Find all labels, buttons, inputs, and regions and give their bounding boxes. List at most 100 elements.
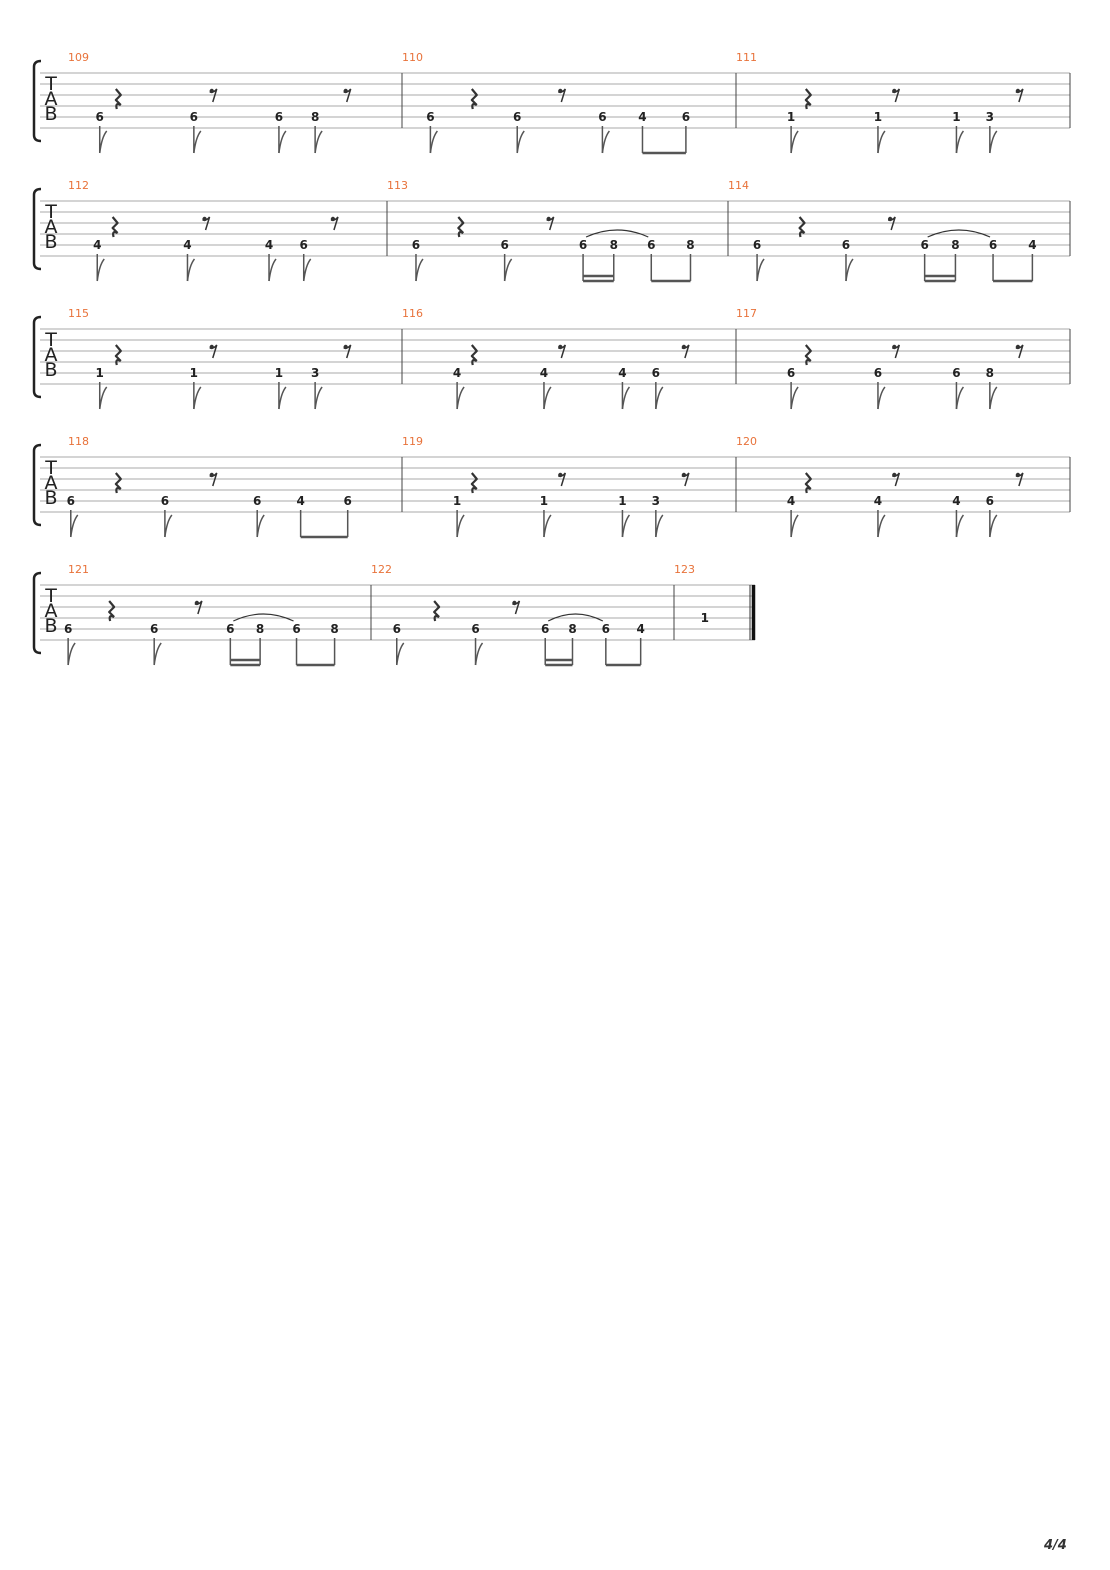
fret-number: 1: [96, 366, 104, 380]
fret-number: 6: [753, 238, 761, 252]
tab-clef-letter: B: [44, 103, 57, 125]
fret-number: 4: [1028, 238, 1036, 252]
note-flag: [655, 386, 664, 410]
quarter-rest: [470, 88, 478, 110]
fret-number: 6: [682, 110, 690, 124]
eighth-rest: [330, 216, 339, 231]
fret-number: 3: [986, 110, 994, 124]
fret-number: 6: [64, 622, 72, 636]
fret-number: 6: [598, 110, 606, 124]
measure-number: 114: [728, 179, 749, 192]
eighth-rest: [194, 600, 203, 615]
fret-number: 4: [183, 238, 191, 252]
measure-number: 123: [674, 563, 695, 576]
fret-number: 6: [67, 494, 75, 508]
note-flag: [314, 130, 323, 154]
measure-number: 122: [371, 563, 392, 576]
note-flag: [955, 386, 965, 410]
note-flag: [543, 514, 552, 538]
quarter-rest: [114, 344, 122, 366]
fret-number: 1: [701, 611, 709, 625]
eighth-rest: [681, 344, 690, 359]
tab-clef-letter: B: [44, 615, 57, 637]
note-flag: [396, 642, 405, 666]
fret-number: 8: [686, 238, 694, 252]
fret-number: 4: [618, 366, 626, 380]
quarter-rest: [111, 216, 119, 238]
fret-number: 6: [226, 622, 234, 636]
tie-arc: [233, 613, 294, 622]
fret-number: 6: [96, 110, 104, 124]
quarter-rest: [798, 216, 806, 238]
fret-number: 6: [150, 622, 158, 636]
eighth-rest: [512, 600, 521, 615]
fret-number: 6: [647, 238, 655, 252]
eighth-rest: [681, 472, 690, 487]
fret-number: 6: [920, 238, 928, 252]
note-flag: [989, 386, 998, 410]
note-flag: [415, 258, 424, 282]
system-bracket: [32, 59, 42, 143]
system-bracket: [32, 315, 42, 399]
fret-number: 8: [610, 238, 618, 252]
tab-clef-letter: A: [45, 344, 58, 366]
fret-number: 6: [787, 366, 795, 380]
quarter-rest: [108, 600, 116, 622]
measure-number: 110: [402, 51, 423, 64]
fret-number: 4: [540, 366, 548, 380]
note-flag: [601, 130, 610, 154]
note-flag: [429, 130, 438, 154]
tab-clef-letter: A: [45, 88, 58, 110]
note-flag: [193, 386, 202, 410]
fret-number: 6: [190, 110, 198, 124]
fret-number: 8: [330, 622, 338, 636]
quarter-rest: [804, 88, 812, 110]
measure-number: 109: [68, 51, 89, 64]
note-flag: [503, 258, 513, 282]
fret-number: 1: [453, 494, 461, 508]
tab-clef-letter: A: [45, 600, 58, 622]
measure-number: 115: [68, 307, 89, 320]
note-flag: [456, 386, 465, 410]
eighth-rest: [209, 344, 218, 359]
tab-clef-letter: B: [44, 231, 57, 253]
fret-number: 1: [275, 366, 283, 380]
note-flag: [790, 130, 799, 154]
fret-number: 6: [602, 622, 610, 636]
note-flag: [955, 130, 965, 154]
tab-clef-letter: B: [44, 359, 57, 381]
note-flag: [621, 386, 631, 410]
fret-number: 8: [986, 366, 994, 380]
fret-number: 6: [412, 238, 420, 252]
fret-number: 1: [618, 494, 626, 508]
tab-clef-letter: T: [44, 329, 57, 351]
fret-number: 6: [471, 622, 479, 636]
quarter-rest: [804, 344, 812, 366]
fret-number: 1: [540, 494, 548, 508]
fret-number: 6: [842, 238, 850, 252]
fret-number: 8: [568, 622, 576, 636]
quarter-rest: [457, 216, 465, 238]
fret-number: 6: [161, 494, 169, 508]
note-flag: [98, 130, 108, 154]
eighth-rest: [892, 472, 901, 487]
eighth-rest: [209, 88, 218, 103]
fret-number: 6: [986, 494, 994, 508]
measure-123: 123 1: [674, 563, 756, 640]
tab-clef-letter: A: [45, 216, 58, 238]
fret-number: 6: [513, 110, 521, 124]
note-flag: [67, 642, 76, 666]
